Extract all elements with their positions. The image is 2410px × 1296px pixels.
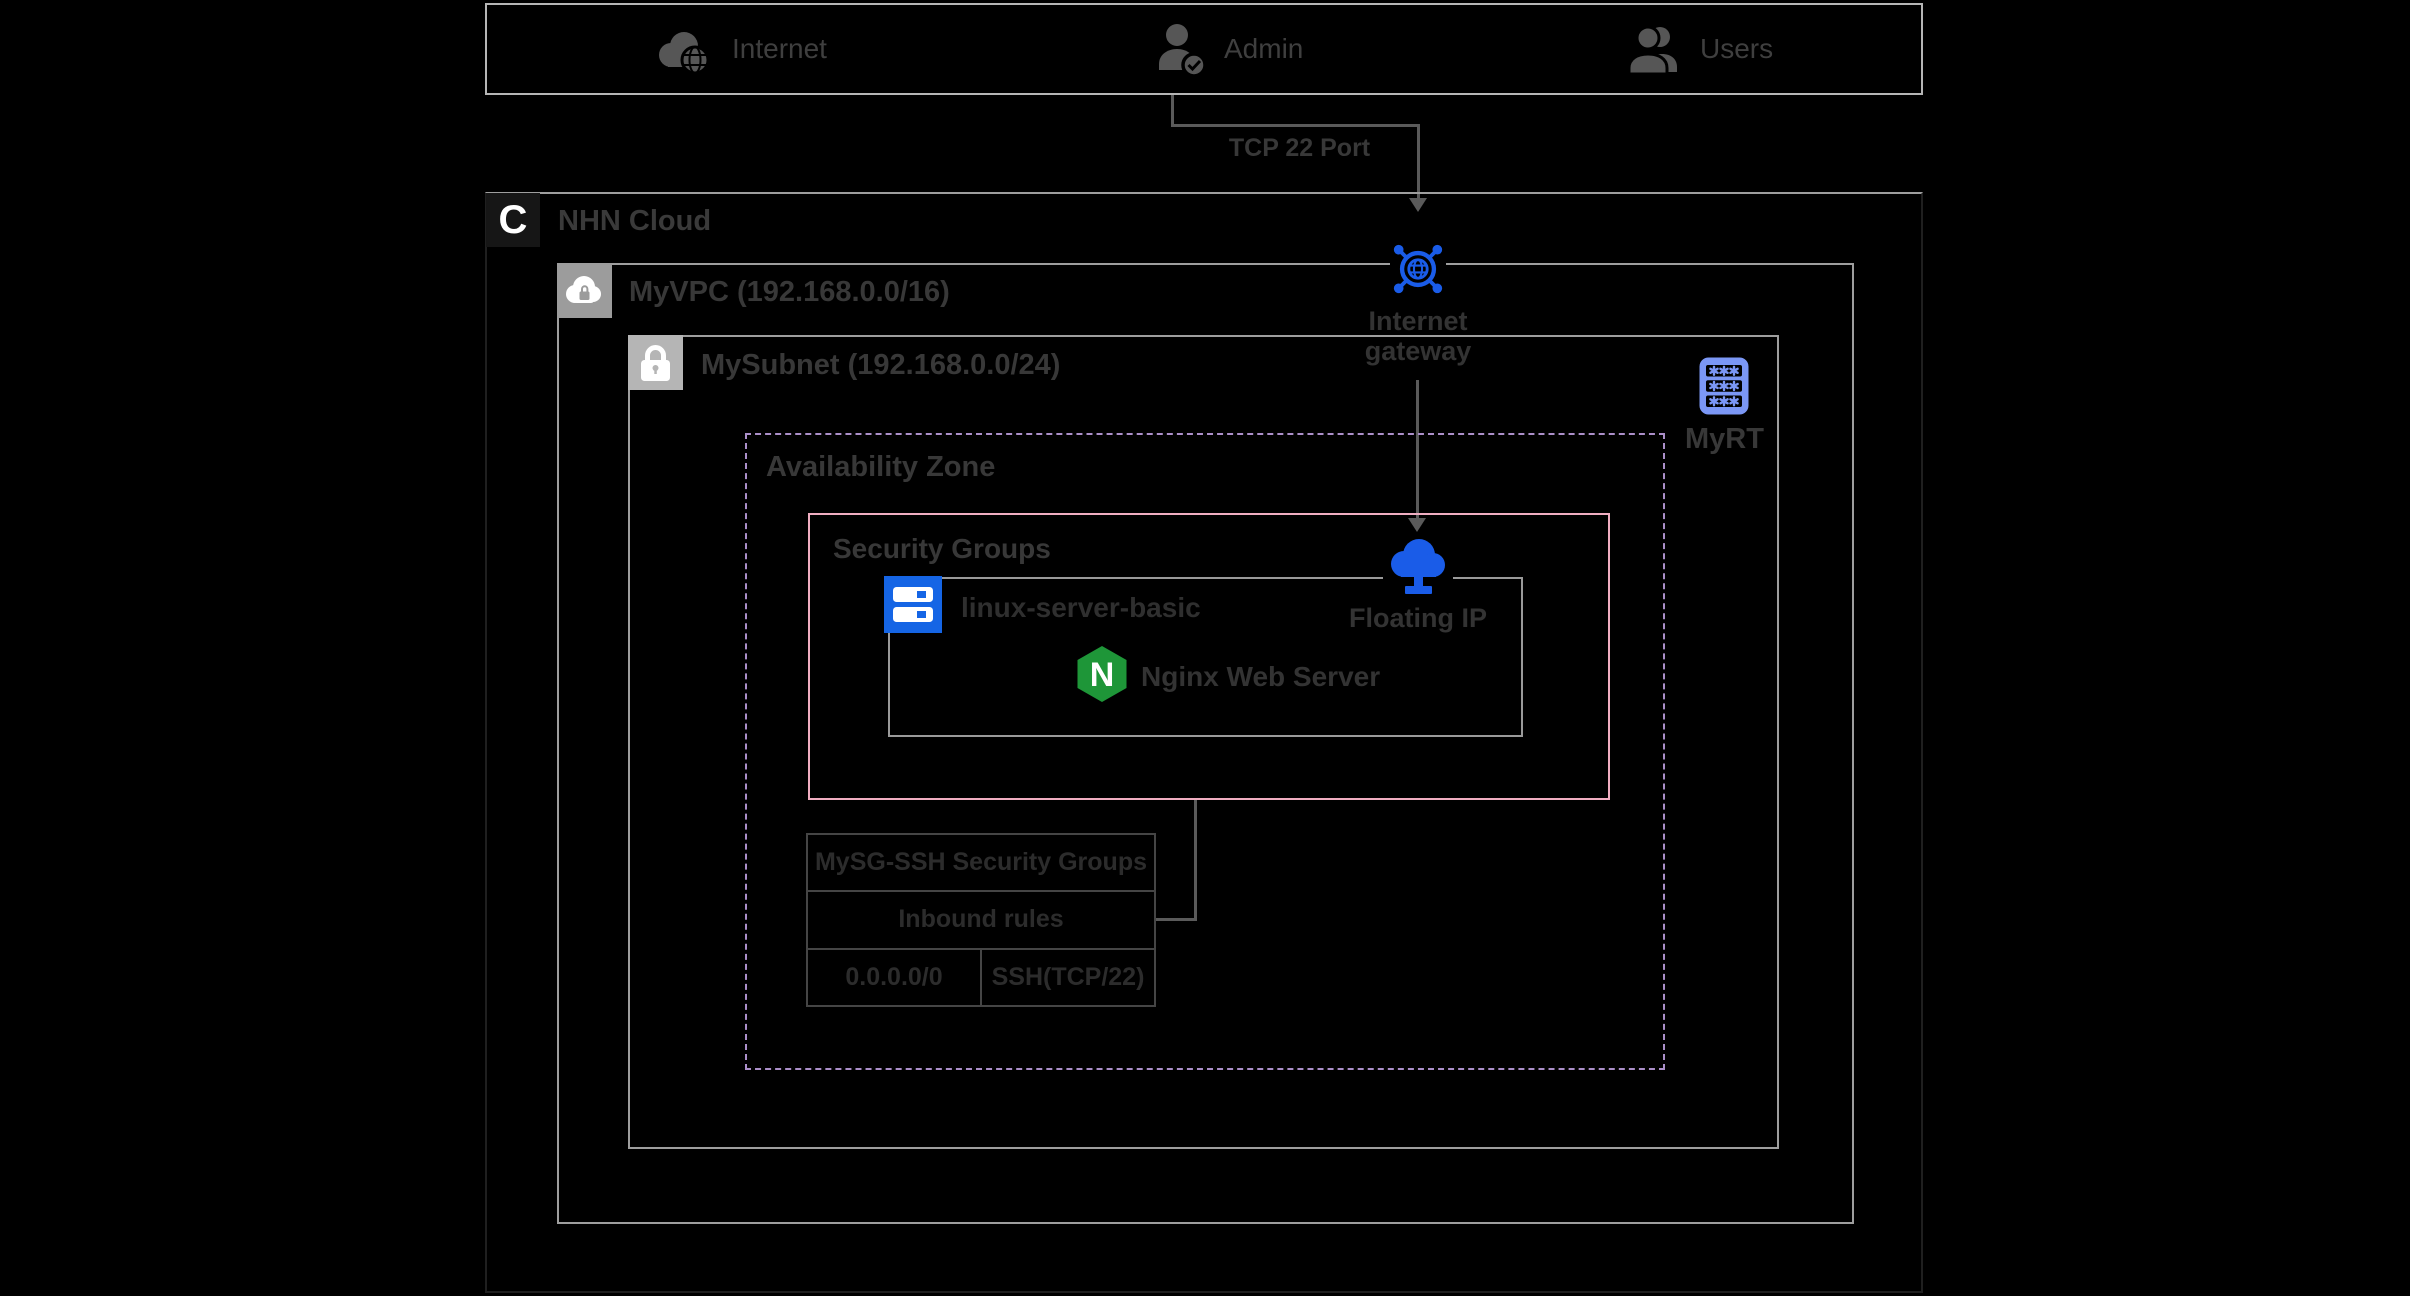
vpc-cloud-lock-icon: [557, 263, 612, 318]
availability-zone-box: [745, 433, 1665, 1070]
nginx-label: Nginx Web Server: [1141, 661, 1381, 692]
internet-cloud-icon: [652, 27, 712, 75]
sg-to-table-connector-down: [1194, 800, 1197, 921]
security-groups-box: [808, 513, 1610, 800]
admin-user-icon: [1152, 22, 1210, 76]
sg-table-subheader: Inbound rules: [898, 905, 1064, 934]
tcp-port-label: TCP 22 Port: [1228, 134, 1371, 162]
internet-gateway-label-line2: gateway: [1364, 336, 1472, 366]
tcp-connector-segment-across: [1171, 124, 1420, 127]
internet-gateway-label-line1: Internet: [1368, 306, 1468, 336]
sg-rule-source-cell: 0.0.0.0/0: [845, 962, 943, 991]
vpc-title: MyVPC (192.168.0.0/16): [629, 276, 950, 308]
security-groups-title: Security Groups: [833, 533, 1051, 564]
actors-bar: [485, 3, 1923, 95]
floating-ip-icon: [1383, 534, 1453, 598]
sg-table-header-row: MySG-SSH Security Groups: [808, 835, 1154, 890]
subnet-title: MySubnet (192.168.0.0/24): [701, 349, 1061, 381]
sg-rules-table: MySG-SSH Security Groups Inbound rules 0…: [806, 833, 1156, 1007]
users-icon: [1622, 24, 1682, 76]
tcp-connector-segment-to-gateway: [1417, 124, 1420, 198]
tcp-connector-segment-down: [1171, 95, 1174, 126]
nhn-cloud-box: [485, 192, 1923, 1293]
instance-title: linux-server-basic: [961, 592, 1201, 623]
availability-zone-title: Availability Zone: [766, 451, 996, 483]
route-table-icon: [1698, 356, 1750, 416]
nginx-icon: N: [1076, 645, 1128, 703]
server-icon: [884, 576, 942, 633]
vpc-box: [557, 263, 1854, 1224]
users-actor-label: Users: [1700, 33, 1774, 64]
route-table-label: MyRT: [1685, 423, 1764, 455]
gateway-to-floatingip-connector: [1416, 380, 1419, 520]
sg-table-subheader-row: Inbound rules: [808, 890, 1154, 947]
sg-rule-protocol-cell: SSH(TCP/22): [980, 949, 1154, 1005]
admin-actor-label: Admin: [1224, 33, 1304, 64]
subnet-box: [628, 335, 1779, 1149]
sg-table-rule-row: 0.0.0.0/0 SSH(TCP/22): [808, 947, 1154, 1005]
instance-box: [888, 577, 1523, 737]
floating-ip-label: Floating IP: [1349, 603, 1487, 633]
nhn-cloud-title: NHN Cloud: [558, 205, 712, 237]
sg-to-table-connector-across: [1156, 918, 1197, 921]
nginx-letter: N: [1090, 656, 1115, 694]
internet-actor-label: Internet: [732, 33, 827, 64]
internet-gateway-icon: [1390, 241, 1446, 297]
arrow-down-icon: [1409, 198, 1427, 212]
subnet-lock-icon: [628, 335, 683, 390]
arrow-down-icon-2: [1408, 518, 1426, 532]
sg-table-header: MySG-SSH Security Groups: [814, 848, 1148, 877]
nhn-cloud-logo-letter: C: [498, 197, 528, 242]
nhn-cloud-logo: C: [486, 193, 540, 247]
